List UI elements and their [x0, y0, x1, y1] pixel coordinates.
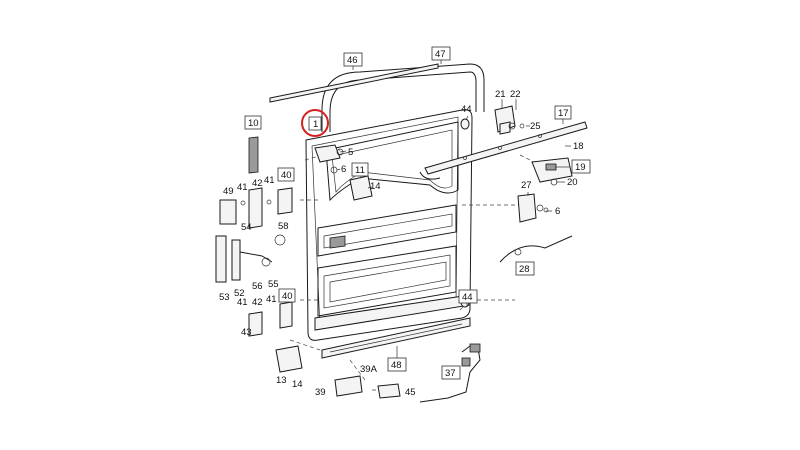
label-22: 22	[510, 89, 521, 100]
callout-labels: 46 47 44 21 22 25 17 18 10 5 6 11 14 49 …	[219, 46, 591, 398]
lower-guide-rail	[321, 317, 471, 359]
label-55: 55	[268, 279, 279, 290]
cable-release	[499, 235, 573, 273]
label-21: 21	[495, 89, 506, 100]
lock-upper	[314, 144, 373, 201]
label-37: 37	[445, 368, 456, 379]
label-54: 54	[241, 222, 252, 233]
door-panel	[305, 109, 473, 341]
part-45	[377, 383, 401, 399]
label-14-upper: 14	[370, 181, 381, 192]
label-41-a: 41	[237, 182, 248, 193]
label-14-lower: 14	[292, 379, 303, 390]
part-10	[248, 136, 259, 174]
window-rail	[269, 63, 485, 132]
label-18: 18	[573, 141, 584, 152]
highlighted-callout-1[interactable]: 1	[301, 109, 329, 137]
label-52: 52	[234, 288, 245, 299]
label-48: 48	[391, 360, 402, 371]
handle-group	[215, 234, 286, 283]
label-6-lower: 6	[555, 206, 560, 217]
label-17: 17	[558, 108, 569, 119]
label-11: 11	[355, 165, 365, 176]
roller-44-upper	[460, 118, 470, 130]
label-39: 39	[315, 387, 326, 398]
label-41-d: 41	[266, 294, 277, 305]
roller-bracket	[531, 157, 573, 186]
label-41-b: 41	[264, 175, 275, 186]
label-44-lower: 44	[462, 292, 473, 303]
label-25: 25	[530, 121, 541, 132]
upper-guide-rail	[419, 121, 588, 180]
label-5: 5	[348, 147, 353, 158]
label-56: 56	[252, 281, 263, 292]
label-47: 47	[435, 49, 446, 60]
label-42-a: 42	[252, 178, 263, 189]
label-49: 49	[223, 186, 234, 197]
label-40-b: 40	[282, 291, 293, 302]
label-28: 28	[519, 264, 530, 275]
wiring-harness	[419, 343, 481, 403]
part-39	[334, 375, 363, 397]
label-20: 20	[567, 177, 578, 188]
label-42-b: 42	[252, 297, 263, 308]
lower-bracket	[275, 345, 303, 373]
label-1: 1	[313, 119, 318, 130]
label-53: 53	[219, 292, 230, 303]
label-43: 43	[241, 327, 252, 338]
label-41-c: 41	[237, 297, 248, 308]
label-40-a: 40	[281, 170, 292, 181]
label-13: 13	[276, 375, 287, 386]
latch-group-upper	[219, 187, 293, 229]
label-27: 27	[521, 180, 532, 191]
label-44-upper: 44	[461, 104, 472, 115]
striker-catch	[517, 193, 549, 223]
label-6-upper: 6	[341, 164, 346, 175]
label-10: 10	[248, 118, 259, 129]
label-45: 45	[405, 387, 416, 398]
label-39a: 39A	[360, 364, 378, 375]
latch-group-lower	[248, 301, 293, 337]
hinge-upper	[494, 105, 525, 135]
label-19: 19	[575, 162, 586, 173]
label-46: 46	[347, 55, 358, 66]
label-58: 58	[278, 221, 289, 232]
